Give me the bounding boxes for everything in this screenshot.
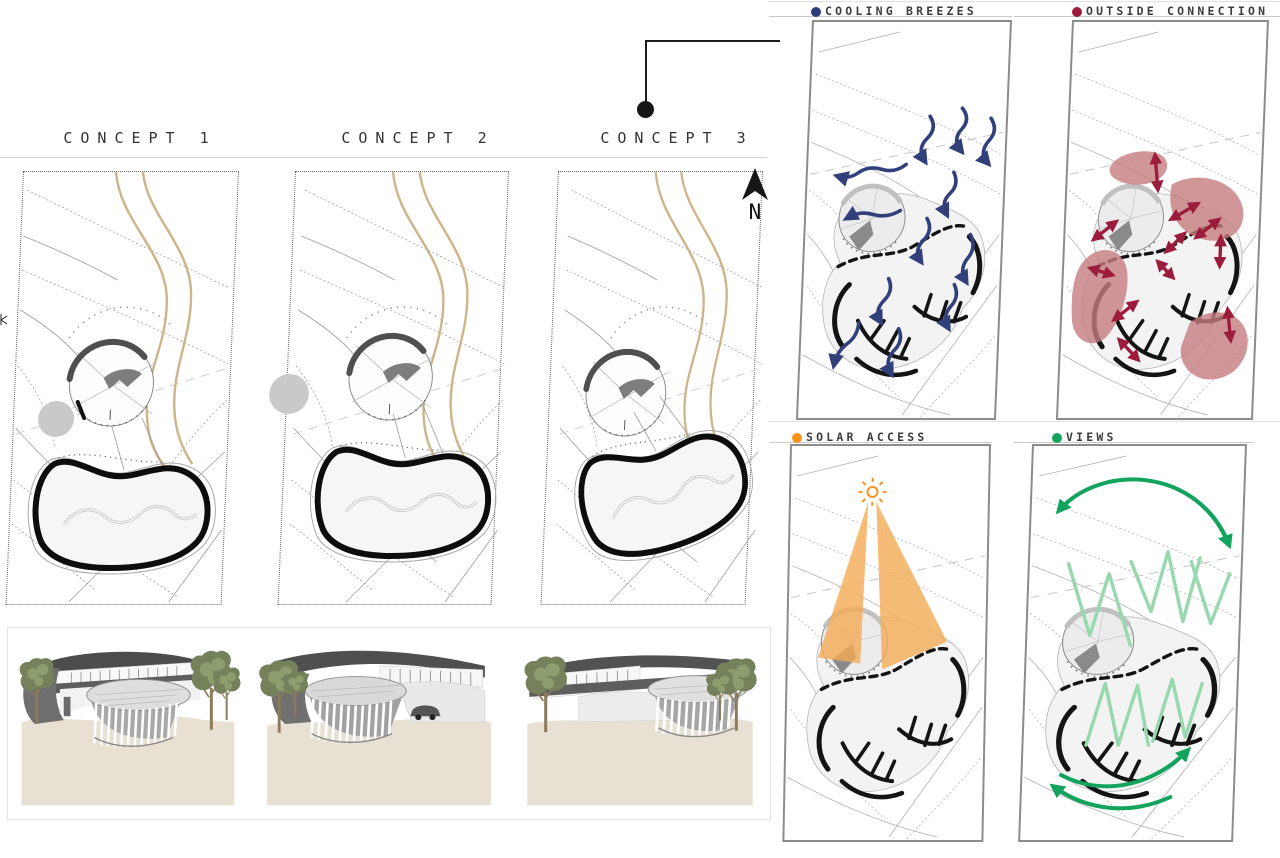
concept-1-site-plan bbox=[5, 170, 240, 605]
concept-2-plan-drawing bbox=[269, 170, 514, 604]
concept-title-2: CONCEPT 2 bbox=[341, 129, 495, 147]
right-top-rule bbox=[768, 1, 1280, 2]
legend-label-outside-connection: OUTSIDE CONNECTION bbox=[1086, 4, 1269, 18]
analysis-panel-views bbox=[1018, 444, 1247, 842]
legend-rule-outside bbox=[1014, 16, 1280, 17]
legend-dot-outside-connection bbox=[1072, 7, 1082, 17]
legend-dot-solar-access bbox=[792, 433, 802, 443]
legend-rule-views bbox=[1014, 442, 1254, 443]
view-sightlines bbox=[1066, 550, 1232, 747]
concept-title-3: CONCEPT 3 bbox=[600, 129, 754, 147]
outside-connection-diagram bbox=[1058, 22, 1267, 418]
legend-dot-views bbox=[1052, 433, 1062, 443]
entry-circle bbox=[269, 374, 309, 414]
concept-2-site-plan bbox=[269, 170, 514, 605]
north-arrow-icon bbox=[742, 168, 768, 200]
legend-label-solar-access: SOLAR ACCESS bbox=[806, 430, 928, 444]
legend-rule-cooling bbox=[769, 16, 1012, 17]
solar-beams bbox=[818, 501, 948, 670]
concept-1-plan-drawing bbox=[7, 170, 238, 604]
views-diagram bbox=[1020, 446, 1245, 840]
concept3-connector-line-horizontal bbox=[646, 40, 780, 42]
titles-divider-line bbox=[0, 157, 767, 158]
analysis-panel-outside-connection bbox=[1055, 20, 1269, 420]
concept3-connector-node bbox=[637, 101, 654, 118]
north-indicator: N bbox=[739, 167, 771, 223]
concept-3-render bbox=[522, 654, 759, 806]
wind-arrow-icons bbox=[828, 106, 997, 379]
entry-circle bbox=[38, 401, 75, 437]
cooling-breezes-diagram bbox=[798, 22, 1010, 418]
legend-dot-cooling-breezes bbox=[811, 7, 821, 17]
legend-label-views: VIEWS bbox=[1066, 430, 1117, 444]
connection-arrow-icons bbox=[1086, 151, 1237, 363]
solar-access-diagram bbox=[784, 446, 989, 840]
analysis-panel-solar-access bbox=[782, 444, 991, 842]
car bbox=[410, 705, 441, 717]
concept-3-plan-drawing bbox=[551, 170, 771, 604]
concept-2-render bbox=[259, 650, 491, 806]
north-label: N bbox=[748, 200, 762, 224]
analysis-panel-cooling-breezes bbox=[795, 20, 1012, 420]
sun-icon bbox=[858, 477, 887, 506]
legend-label-cooling-breezes: COOLING BREEZES bbox=[825, 4, 977, 18]
right-mid-rule bbox=[768, 421, 1280, 422]
legend-rule-solar bbox=[769, 442, 992, 443]
concept-3-site-plan bbox=[540, 170, 771, 605]
concept-title-1: CONCEPT 1 bbox=[63, 129, 217, 147]
concept3-connector-line-vertical bbox=[645, 40, 647, 104]
view-arrow-icons bbox=[1049, 477, 1233, 811]
concept-renders-strip bbox=[7, 627, 771, 820]
edge-tick-mark bbox=[0, 314, 8, 325]
concept-1-render bbox=[18, 649, 242, 806]
